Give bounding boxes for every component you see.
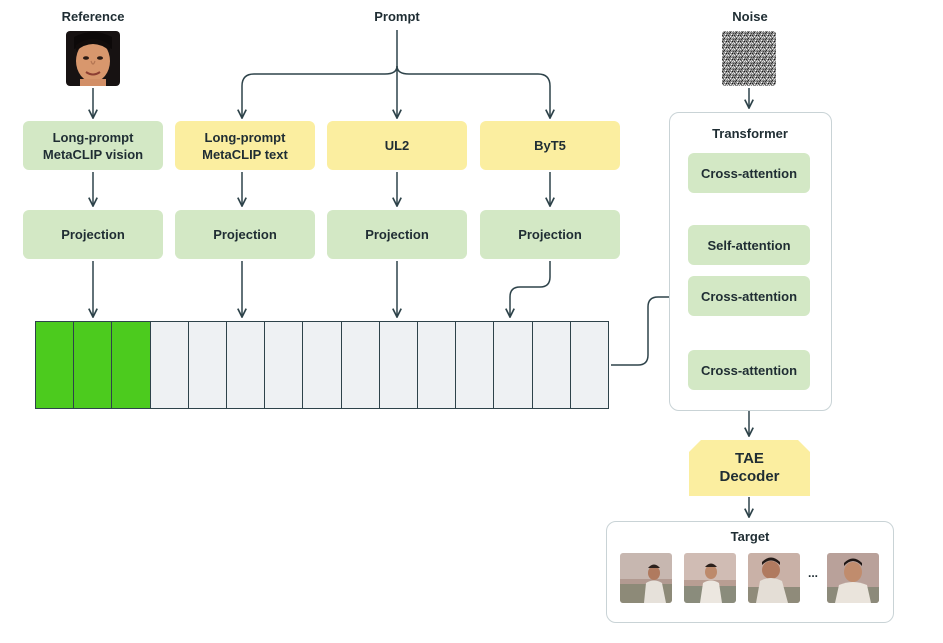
- cross-attention-block-2: Cross-attention: [688, 276, 810, 316]
- token-sequence: [35, 321, 609, 409]
- text-token: [456, 322, 495, 408]
- decoder-line-1: TAE: [735, 450, 764, 467]
- byt5-encoder: ByT5: [480, 121, 620, 170]
- ul2-encoder: UL2: [327, 121, 467, 170]
- metaclip-vision-label: Long-prompt MetaCLIP vision: [42, 129, 144, 162]
- projection-box-vision: Projection: [23, 210, 163, 259]
- metaclip-text-encoder: Long-prompt MetaCLIP text: [175, 121, 315, 170]
- text-token: [265, 322, 304, 408]
- text-token: [532, 322, 571, 408]
- projection-label: Projection: [213, 227, 277, 242]
- byt5-label: ByT5: [534, 138, 566, 153]
- block-label: Self-attention: [707, 237, 791, 253]
- block-label: Cross-attention: [700, 165, 798, 181]
- text-token: [188, 322, 228, 408]
- metaclip-text-label: Long-prompt MetaCLIP text: [202, 129, 288, 162]
- projection-box-ul2: Projection: [327, 210, 467, 259]
- target-title: Target: [730, 529, 770, 544]
- ul2-label: UL2: [384, 138, 410, 153]
- cross-attention-block-1: Cross-attention: [688, 153, 810, 193]
- text-token: [494, 322, 533, 408]
- target-ellipsis: ...: [807, 566, 818, 580]
- metaclip-vision-encoder: Long-prompt MetaCLIP vision: [23, 121, 163, 170]
- target-frame-3: [748, 553, 800, 603]
- reference-token: [36, 322, 75, 408]
- text-token: [418, 322, 457, 408]
- reference-token: [74, 322, 113, 408]
- transformer-title: Transformer: [712, 126, 788, 141]
- text-token: [379, 322, 419, 408]
- target-frame-1: [620, 553, 672, 603]
- target-frame-4: [827, 553, 879, 603]
- noise-image: [722, 31, 776, 86]
- self-attention-block: Self-attention: [688, 225, 810, 265]
- text-token: [341, 322, 380, 408]
- reference-label: Reference: [61, 9, 125, 24]
- reference-token: [112, 322, 151, 408]
- cross-attention-block-3: Cross-attention: [688, 350, 810, 390]
- target-frame-2: [684, 553, 736, 603]
- block-label: Cross-attention: [700, 288, 798, 304]
- text-token: [303, 322, 342, 408]
- reference-face-image: [66, 31, 120, 86]
- tae-decoder: TAE Decoder: [689, 440, 810, 496]
- block-label: Cross-attention: [700, 362, 798, 378]
- projection-box-metaclip-text: Projection: [175, 210, 315, 259]
- projection-label: Projection: [365, 227, 429, 242]
- text-token: [570, 322, 609, 408]
- projection-label: Projection: [518, 227, 582, 242]
- text-token: [227, 322, 266, 408]
- projection-label: Projection: [61, 227, 125, 242]
- decoder-line-2: Decoder: [719, 468, 780, 485]
- prompt-label: Prompt: [374, 9, 420, 24]
- text-token: [150, 322, 189, 408]
- projection-box-byt5: Projection: [480, 210, 620, 259]
- noise-label: Noise: [732, 9, 768, 24]
